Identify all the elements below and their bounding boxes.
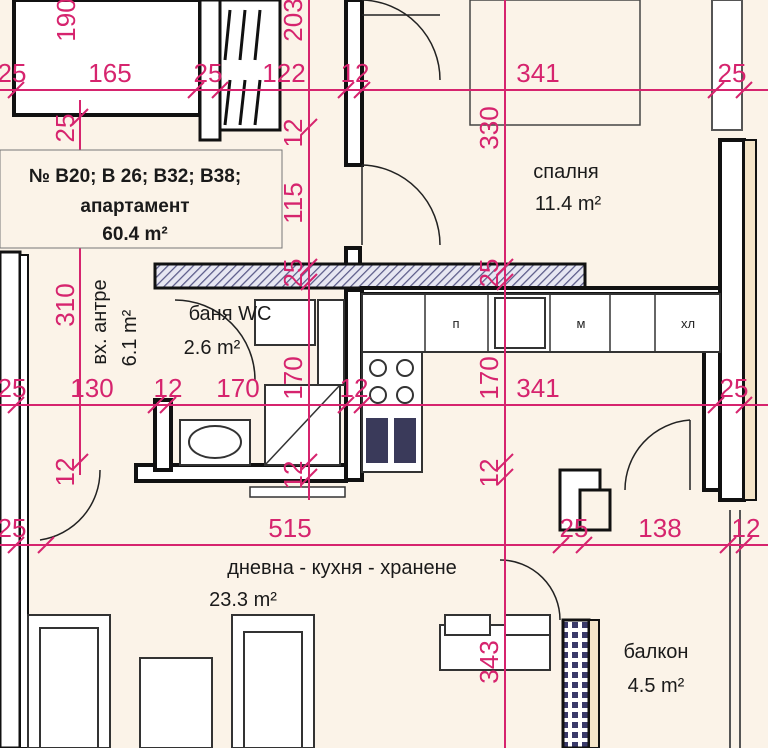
apartment-area: 60.4 m² xyxy=(102,224,167,245)
dim-label: 341 xyxy=(516,58,559,88)
dim-label: 330 xyxy=(474,106,504,149)
dim-label: 12 xyxy=(278,119,308,148)
dim-label: 12 xyxy=(278,461,308,490)
living-area: 23.3 m² xyxy=(209,589,277,611)
dim-label: 310 xyxy=(50,283,80,326)
apartment-numbers: № B20; B 26; B32; B38; xyxy=(29,166,241,187)
dim-label: 203 xyxy=(278,0,308,42)
dim-label: 515 xyxy=(268,513,311,543)
dim-label: 12 xyxy=(340,373,369,403)
dim-label: 25 xyxy=(718,58,747,88)
entrance-area: 6.1 m² xyxy=(119,309,141,366)
washer-label: м xyxy=(577,316,586,331)
bathroom-name: баня WC xyxy=(189,303,272,325)
doors xyxy=(39,0,691,621)
kitchen-counter: п м хл xyxy=(361,293,721,473)
apartment-type: апартамент xyxy=(80,196,189,217)
bedroom-area: 11.4 m² xyxy=(535,193,602,215)
bathroom-fixtures xyxy=(179,299,346,498)
living-furniture xyxy=(27,614,551,748)
dim-label: 170 xyxy=(474,356,504,399)
dim-label: 341 xyxy=(516,373,559,403)
dishwasher-label: п xyxy=(452,316,459,331)
dim-label: 115 xyxy=(278,182,308,223)
dim-label: 165 xyxy=(88,58,131,88)
dim-label: 25 xyxy=(0,373,26,403)
dim-label: 12 xyxy=(341,58,370,88)
dim-label: 12 xyxy=(154,373,183,403)
dim-label: 343 xyxy=(474,640,504,683)
dim-label: 130 xyxy=(70,373,113,403)
dim-label: 25 xyxy=(0,513,26,543)
room-labels: спалня 11.4 m² вх. антре 6.1 m² баня WC … xyxy=(89,161,688,697)
dimension-ticks xyxy=(7,81,753,554)
dim-label: 170 xyxy=(216,373,259,403)
balcony-name: балкон xyxy=(624,641,689,663)
bathroom-area: 2.6 m² xyxy=(184,337,241,359)
kitchen-sink-icon xyxy=(494,297,546,349)
dim-label: 25 xyxy=(560,513,589,543)
living-name: дневна - кухня - хранене xyxy=(227,557,457,579)
dim-label: 190 xyxy=(51,0,81,42)
dim-label: 170 xyxy=(278,356,308,399)
dimension-row-2: 25 130 12 170 12 341 25 xyxy=(0,373,748,403)
dim-label: 25 xyxy=(50,114,80,143)
dim-label: 138 xyxy=(638,513,681,543)
dim-label: 25 xyxy=(474,259,504,288)
top-left-room xyxy=(12,0,282,142)
sink-icon xyxy=(188,425,242,459)
dimension-vertical: 190 203 330 25 115 12 310 25 25 170 170 … xyxy=(50,0,504,684)
bedroom-name: спалня xyxy=(533,161,599,183)
balcony-area: 4.5 m² xyxy=(628,675,685,697)
entrance-name: вх. антре xyxy=(89,279,111,364)
dim-label: 122 xyxy=(262,58,305,88)
oven-icon xyxy=(366,418,416,463)
dim-label: 25 xyxy=(720,373,749,403)
dim-label: 25 xyxy=(194,58,223,88)
dimension-row-1: 25 165 25 122 12 341 25 xyxy=(0,58,746,88)
apartment-label: № B20; B 26; B32; B38; апартамент 60.4 m… xyxy=(0,149,283,249)
dimension-row-3: 25 515 25 138 12 xyxy=(0,513,760,543)
fridge-label: хл xyxy=(681,316,695,331)
dim-label: 12 xyxy=(732,513,761,543)
stove-icon xyxy=(369,359,414,404)
dim-label: 25 xyxy=(0,58,26,88)
dim-label: 12 xyxy=(50,458,80,487)
dim-label: 25 xyxy=(278,259,308,288)
dim-label: 12 xyxy=(474,459,504,488)
